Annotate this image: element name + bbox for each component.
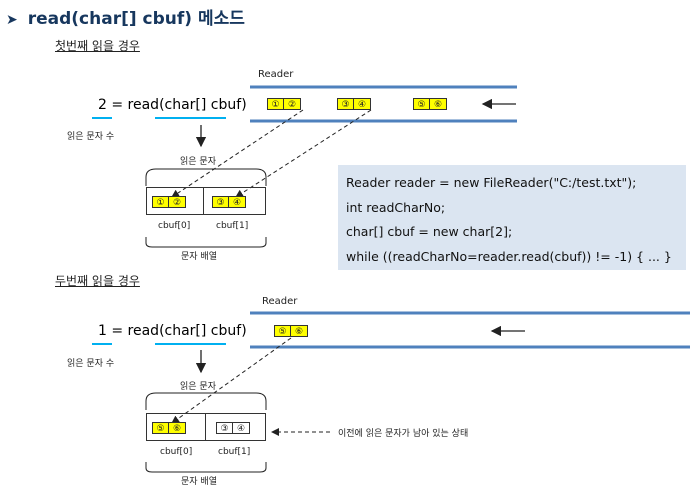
code-line: char[] cbuf = new char[2]; <box>346 224 513 239</box>
bullet-arrow-icon: ➤ <box>6 12 18 28</box>
code-line: while ((readCharNo=reader.read(cbuf)) !=… <box>346 248 672 264</box>
read-chars-label-1: 읽은 문자 <box>180 157 216 167</box>
code-snippet: Reader reader = new FileReader("C:/test.… <box>338 165 686 270</box>
read-chars-label-2: 읽은 문자 <box>180 382 216 392</box>
array-char: ⑤ <box>152 422 169 434</box>
reader-label-2: Reader <box>262 296 298 307</box>
stream-char: ① <box>267 98 284 110</box>
first-read-heading: 첫번째 읽을 경우 <box>55 39 140 53</box>
char-array-divider-2 <box>205 413 206 441</box>
leftover-note: 이전에 읽은 문자가 남아 있는 상태 <box>338 429 469 439</box>
stream-char: ⑤ <box>274 325 291 337</box>
read-expression-1: 2 = read(char[] cbuf) <box>98 97 247 113</box>
reader-label-1: Reader <box>258 69 294 80</box>
stream-char: ④ <box>354 98 371 110</box>
stream-char: ③ <box>337 98 354 110</box>
read-chars-brace-1 <box>145 168 267 186</box>
array-char: ④ <box>233 422 250 434</box>
stream-char: ⑥ <box>430 98 447 110</box>
stream-char: ⑤ <box>413 98 430 110</box>
page-title-text: read(char[] cbuf) 메소드 <box>27 9 245 29</box>
char-array-box-1 <box>146 187 266 215</box>
code-line: Reader reader = new FileReader("C:/test.… <box>346 175 637 190</box>
page-title: ➤ read(char[] cbuf) 메소드 <box>6 4 245 29</box>
copy-arrow-1b <box>235 109 372 198</box>
char-array-divider-1 <box>203 187 204 215</box>
stream-char: ② <box>284 98 301 110</box>
array-brace-1 <box>145 237 267 248</box>
char-array-box-2 <box>146 413 266 441</box>
count-label-2: 읽은 문자 수 <box>67 359 115 369</box>
array-index-label: cbuf[1] <box>216 221 249 231</box>
copy-arrow-1a <box>171 109 304 198</box>
array-brace-2 <box>145 462 267 473</box>
array-index-label: cbuf[0] <box>160 447 193 457</box>
stream-char: ⑥ <box>291 325 308 337</box>
copy-arrow-2 <box>171 337 292 424</box>
read-expression-2: 1 = read(char[] cbuf) <box>98 323 247 339</box>
array-index-label: cbuf[0] <box>158 221 191 231</box>
read-chars-brace-2 <box>145 392 267 410</box>
array-char: ⑥ <box>169 422 186 434</box>
array-char: ④ <box>229 196 246 208</box>
array-index-label: cbuf[1] <box>218 447 251 457</box>
array-char: ① <box>152 196 169 208</box>
count-label-1: 읽은 문자 수 <box>67 132 115 142</box>
array-caption-2: 문자 배열 <box>181 477 217 487</box>
array-caption-1: 문자 배열 <box>181 252 217 262</box>
code-line: int readCharNo; <box>346 199 446 215</box>
second-read-heading: 두번째 읽을 경우 <box>55 274 140 288</box>
array-char: ③ <box>216 422 233 434</box>
array-char: ② <box>169 196 186 208</box>
array-char: ③ <box>212 196 229 208</box>
